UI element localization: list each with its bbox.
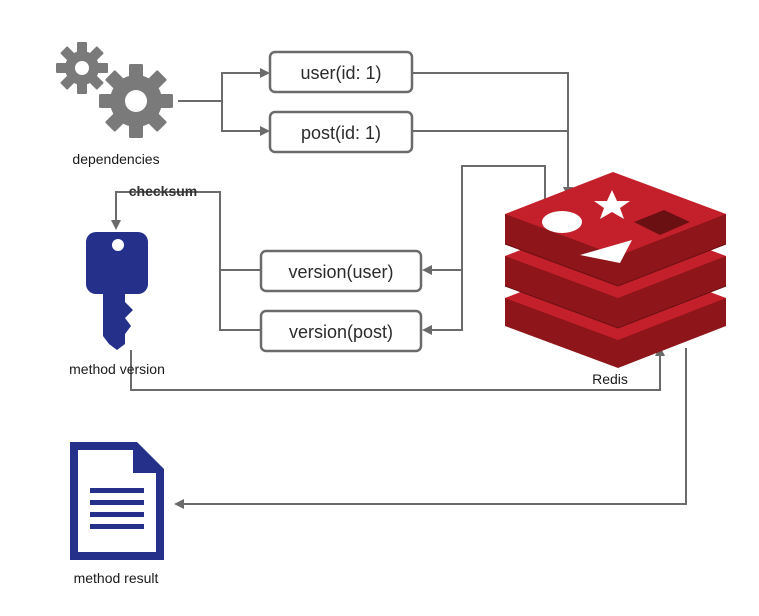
document-icon xyxy=(70,442,164,560)
method-result-label: method result xyxy=(74,570,159,586)
box-user: user(id: 1) xyxy=(268,50,414,94)
box-version-user-label: version(user) xyxy=(288,262,393,282)
connector-version-post-to-key xyxy=(219,270,261,331)
method-version-label: method version xyxy=(69,361,165,377)
connector-deps-to-post xyxy=(221,101,270,136)
connectors xyxy=(111,68,687,509)
connector-user-to-redis xyxy=(412,72,573,197)
connector-key-to-redis xyxy=(130,346,665,391)
connector-redis-to-result xyxy=(174,348,687,509)
connector-version-user-to-key xyxy=(111,191,261,271)
gears-icon xyxy=(56,42,173,138)
key-icon xyxy=(86,232,148,350)
dependencies-label: dependencies xyxy=(72,151,159,167)
box-version-post: version(post) xyxy=(259,309,423,353)
redis-label: Redis xyxy=(592,371,628,387)
connector-redis-to-version-post xyxy=(422,270,463,335)
box-version-user: version(user) xyxy=(259,249,423,293)
box-version-post-label: version(post) xyxy=(289,322,393,342)
checksum-label: checksum xyxy=(129,183,197,199)
box-post: post(id: 1) xyxy=(268,110,414,154)
connector-redis-to-version-user xyxy=(422,165,546,275)
redis-logo-icon xyxy=(504,172,727,368)
connector-deps-to-user xyxy=(178,68,270,102)
box-post-label: post(id: 1) xyxy=(301,123,381,143)
box-user-label: user(id: 1) xyxy=(300,63,381,83)
